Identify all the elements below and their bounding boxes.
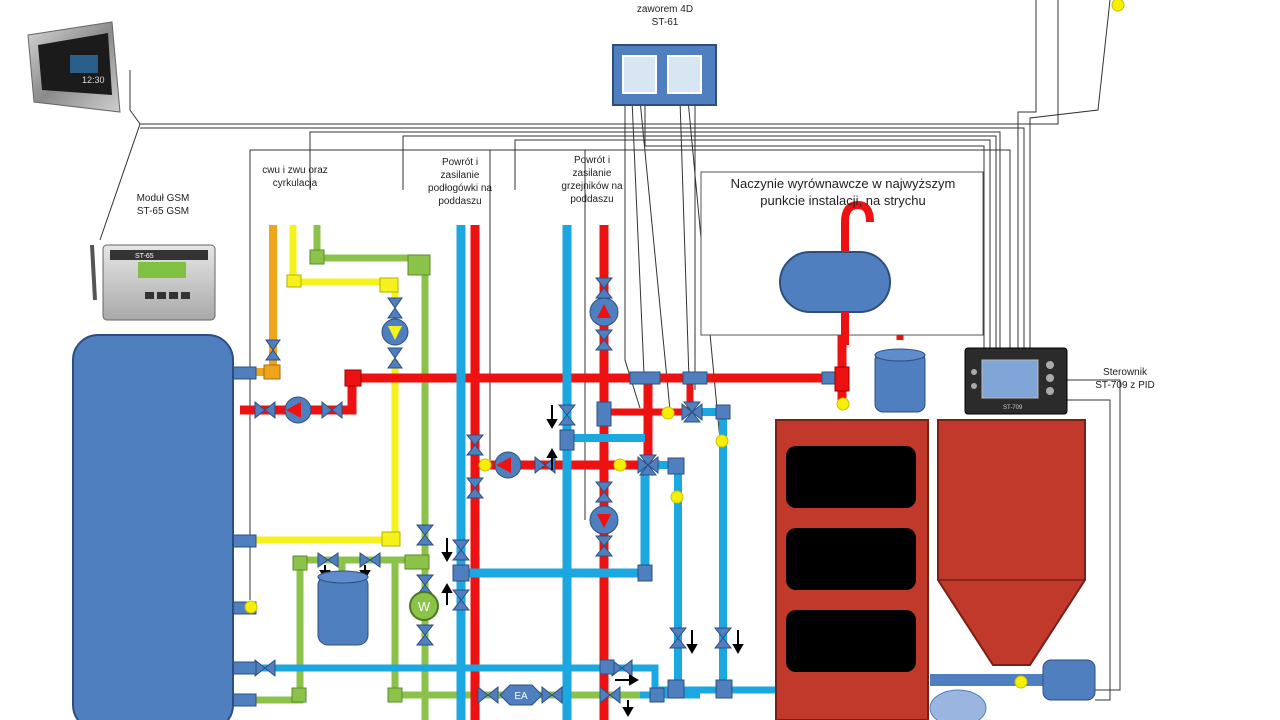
boiler [775,419,929,720]
dhw-expansion-vessel [317,570,369,646]
floor-heating-label: Powrót i zasilanie podłogówki na poddasz… [428,157,492,207]
temperature-sensors [244,0,1125,689]
pump-dhw-circulation [381,318,409,346]
mixing-controller-label: zaworem 4D ST-61 [636,4,694,28]
expansion-vessel-label: Naczynie wyrównawcze w najwyższym punkci… [730,176,956,208]
gsm-device-model: ST-65 [135,253,154,260]
gsm-module-device: ST-65 [90,244,216,321]
expansion-vessel-symbol: EA [514,691,528,702]
feeder-motor [929,659,1096,720]
boiler-controller-label: Sterownik ST-709 z PID [1095,367,1155,391]
radiators-label: Powrót i zasilanie grzejników na poddasz… [561,155,623,205]
dhw-circulation-label: cwu i zwu oraz cyrkulacja [262,165,328,189]
control-wiring [99,0,1121,701]
boiler-expansion-vessel [874,348,926,413]
pump-radiators-lower [589,505,619,535]
circulation-pipes [240,225,640,720]
room-control-panel: 12:30 [27,21,121,113]
mixing-valve-controller [612,44,717,106]
buffer-tank [72,334,234,720]
pump-radiators-upper [589,297,619,327]
attic-expansion-box [700,171,984,345]
water-meter: W [409,591,439,621]
boiler-controller-device: ST-709 [964,347,1068,415]
boiler-controller-model: ST-709 [1003,405,1023,411]
pump-boiler-supply [284,396,312,424]
gsm-module-label: Moduł GSM ST-65 GSM [136,193,190,217]
pumps [284,297,619,535]
room-panel-time: 12:30 [82,75,105,85]
water-meter-symbol: W [418,599,431,614]
pellet-hopper [937,419,1086,666]
expansion-vessel-ea: EA [499,684,543,706]
pump-floor-heating [494,451,522,479]
